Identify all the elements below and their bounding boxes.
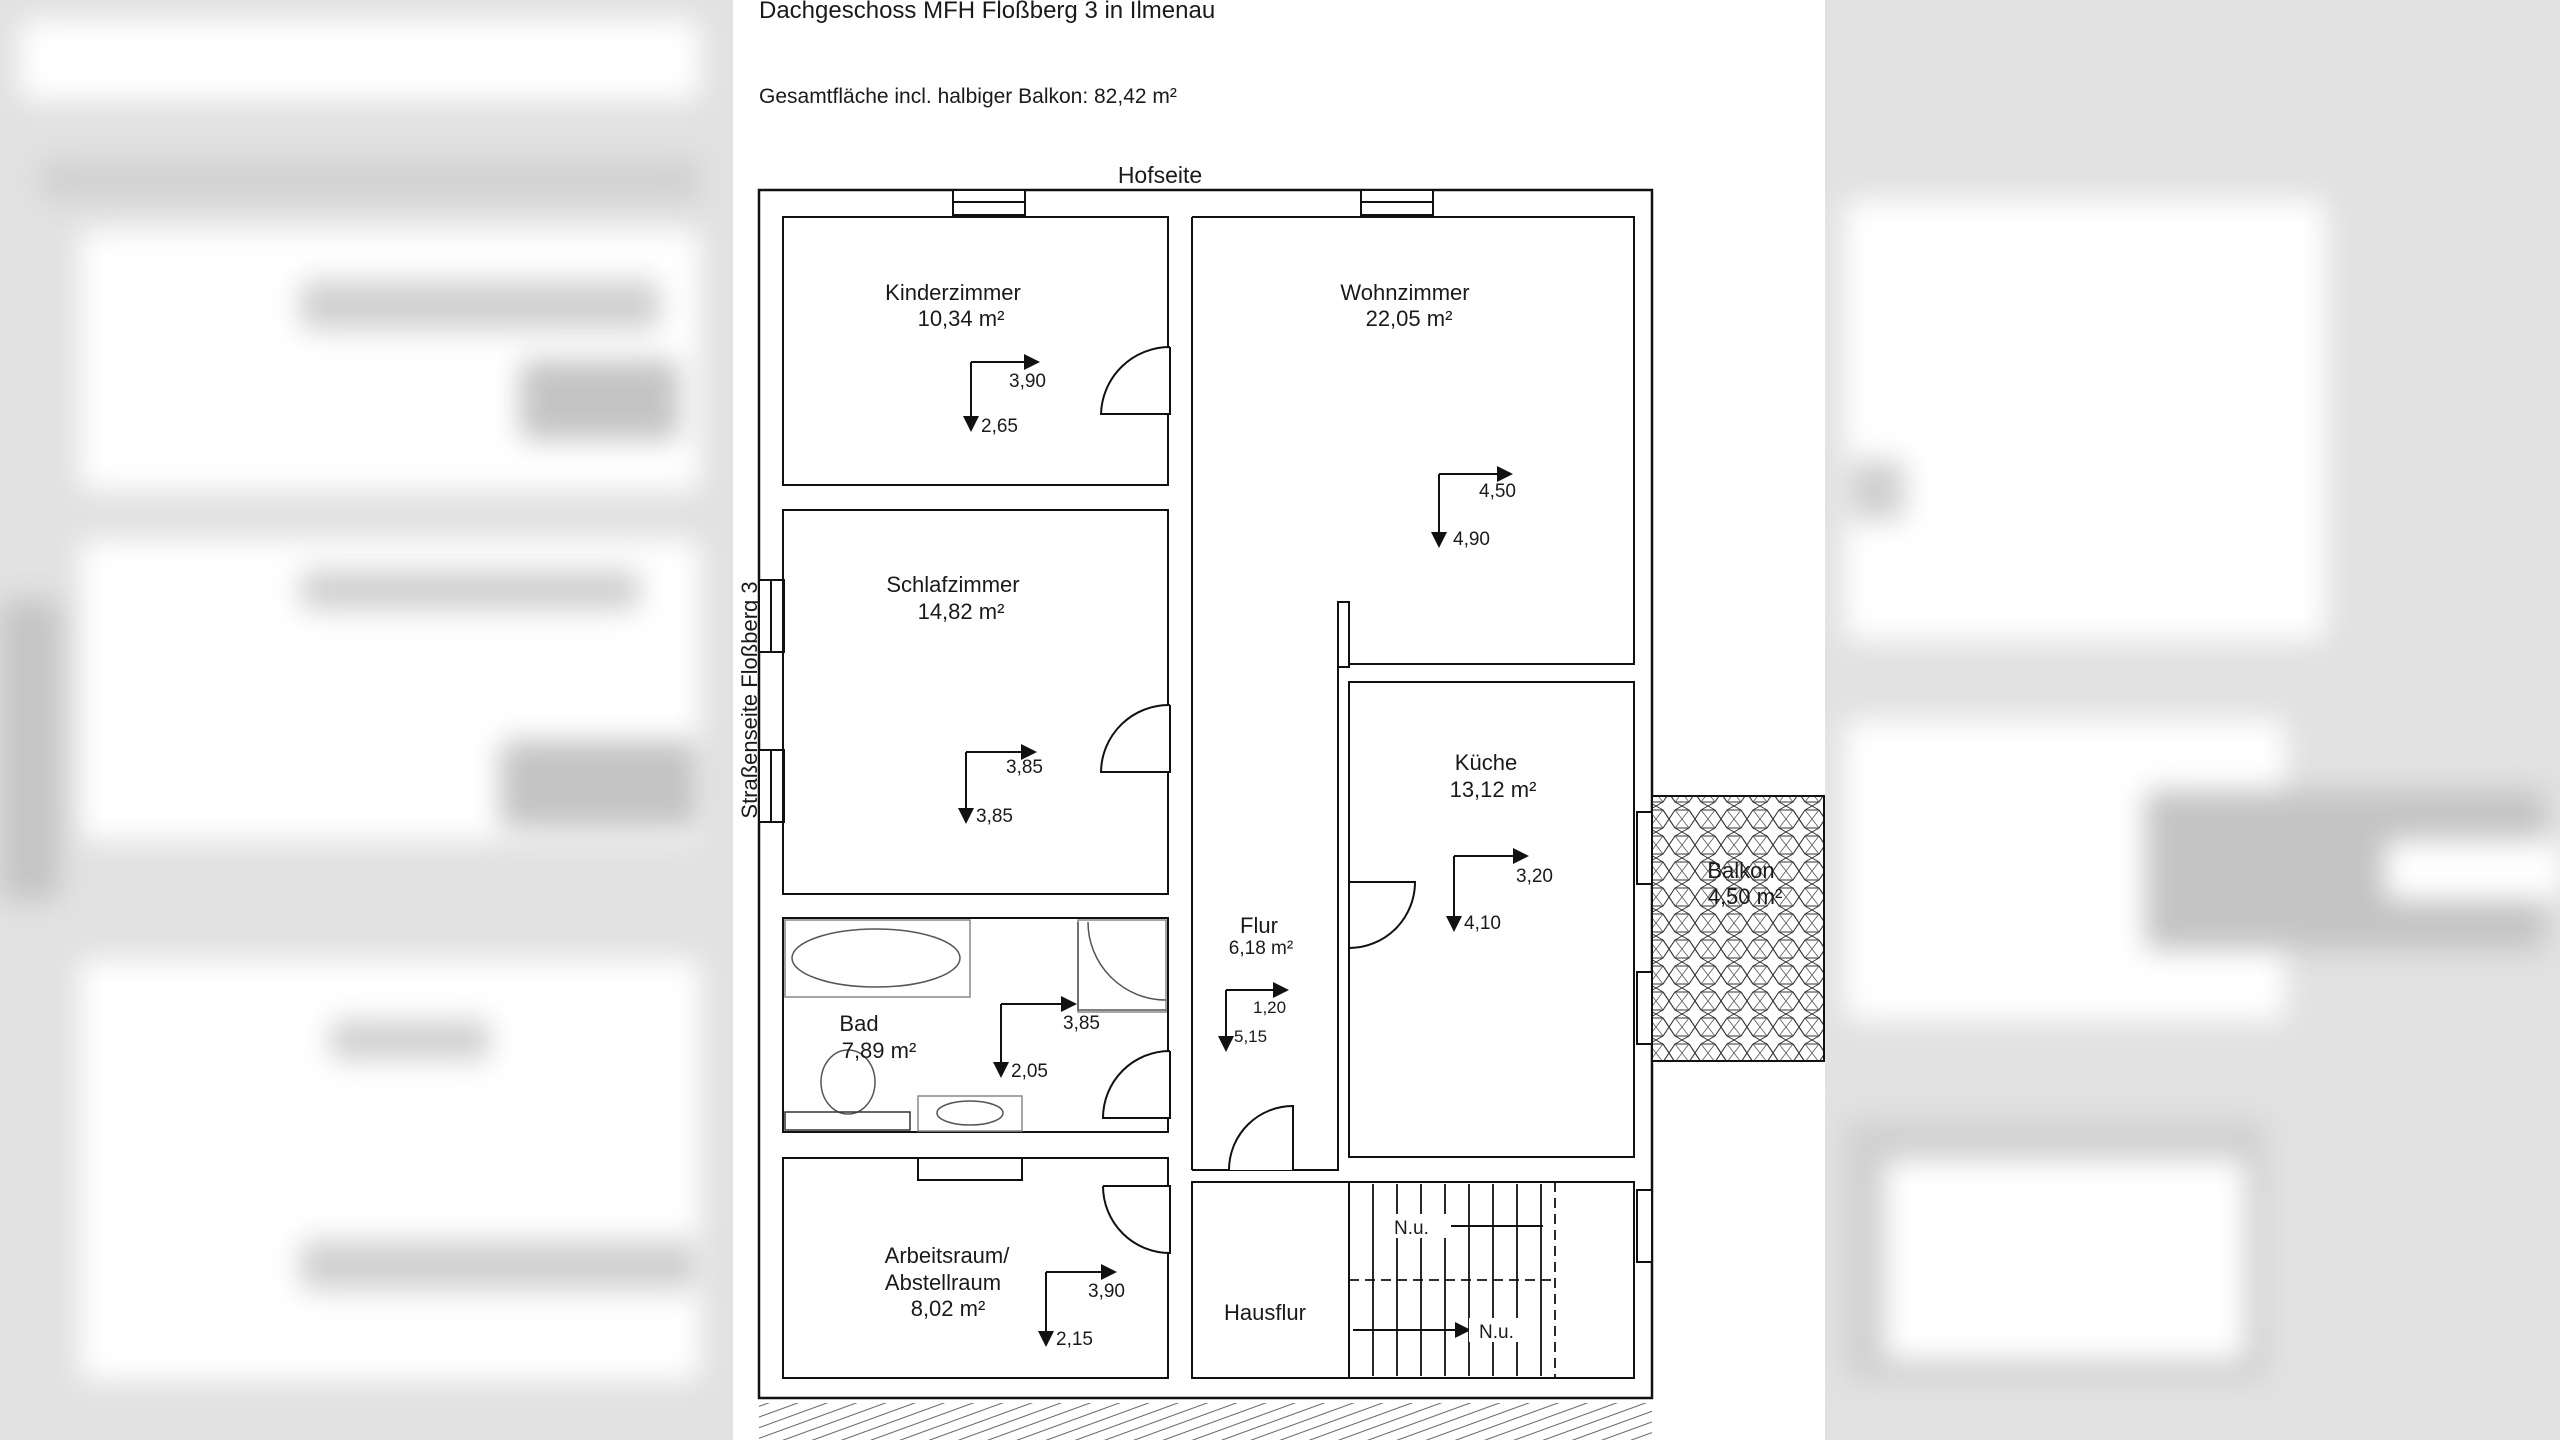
- balkon-name: Balkon: [1707, 858, 1774, 883]
- kinderzimmer-dim-d: 2,65: [981, 416, 1018, 437]
- kinderzimmer-dim-w: 3,90: [1009, 371, 1046, 392]
- room-arbeitsraum: Arbeitsraum/ Abstellraum 8,02 m² 3,90 2,…: [782, 1157, 1171, 1379]
- flur-name: Flur: [1240, 913, 1278, 938]
- kinderzimmer-name: Kinderzimmer: [885, 280, 1021, 305]
- arbeitsraum-name1: Arbeitsraum/: [885, 1243, 1011, 1268]
- floor-plan-page: Dachgeschoss MFH Floßberg 3 in Ilmenau G…: [733, 0, 1825, 1440]
- arbeitsraum-name2: Abstellraum: [885, 1270, 1001, 1295]
- flur-dim-w: 1,20: [1253, 998, 1286, 1017]
- schlafzimmer-area: 14,82 m²: [918, 599, 1005, 624]
- bad-name: Bad: [839, 1011, 878, 1036]
- room-wohnzimmer: Wohnzimmer 22,05 m² 4,50 4,90: [1191, 216, 1635, 1170]
- flur-area: 6,18 m²: [1229, 938, 1293, 959]
- room-kinderzimmer: Kinderzimmer 10,34 m² 3,90 2,65: [782, 216, 1171, 486]
- hausflur-name: Hausflur: [1224, 1300, 1306, 1325]
- stair-steps-upper: [1372, 1184, 1542, 1280]
- stair-label-up: N.u.: [1394, 1218, 1429, 1239]
- background-blur-right: [1825, 0, 2560, 1440]
- flur-dim-d: 5,15: [1234, 1027, 1267, 1046]
- room-kueche: Küche 13,12 m² 3,20 4,10: [1348, 681, 1635, 1158]
- bad-dim-d: 2,05: [1011, 1061, 1048, 1082]
- staircase: [1348, 1182, 1556, 1378]
- kueche-dim-d: 4,10: [1464, 913, 1501, 934]
- windows-right: [1636, 811, 1653, 1263]
- wohnzimmer-name: Wohnzimmer: [1340, 280, 1469, 305]
- arbeitsraum-area: 8,02 m²: [911, 1296, 986, 1321]
- kueche-dim-w: 3,20: [1516, 866, 1553, 887]
- windows-left: [758, 579, 785, 823]
- wohnzimmer-area: 22,05 m²: [1366, 306, 1453, 331]
- plan-title: Dachgeschoss MFH Floßberg 3 in Ilmenau: [759, 0, 1215, 24]
- wohnzimmer-dim-d: 4,90: [1453, 529, 1490, 550]
- background-blur-left: [0, 0, 733, 1440]
- room-flur: Flur 6,18 m² 1,20 5,15: [1192, 602, 1339, 1171]
- balkon: Balkon 4,50 m²: [1651, 795, 1825, 1062]
- bottom-hatch: [759, 1403, 1652, 1440]
- wohnzimmer-dim-w: 4,50: [1479, 481, 1516, 502]
- bad-dim-w: 3,85: [1063, 1013, 1100, 1034]
- balkon-area: 4,50 m²: [1708, 884, 1783, 909]
- kinderzimmer-area: 10,34 m²: [918, 306, 1005, 331]
- room-bad: Bad 7,89 m² 3,85 2,05: [782, 917, 1171, 1133]
- schlafzimmer-dim-w: 3,85: [1006, 757, 1043, 778]
- windows-top: [952, 189, 1434, 216]
- schlafzimmer-dim-d: 3,85: [976, 806, 1013, 827]
- kueche-area: 13,12 m²: [1450, 777, 1537, 802]
- stair-steps-lower: [1372, 1280, 1542, 1376]
- arbeitsraum-dim-d: 2,15: [1056, 1329, 1093, 1350]
- room-schlafzimmer: Schlafzimmer 14,82 m² 3,85 3,85: [782, 509, 1171, 895]
- stair-label-down: N.u.: [1479, 1322, 1514, 1343]
- plan-area-total: Gesamtfläche incl. halbiger Balkon: 82,4…: [759, 85, 1177, 108]
- floor-plan: Dachgeschoss MFH Floßberg 3 in Ilmenau G…: [737, 0, 1825, 1440]
- room-hausflur: Hausflur: [1191, 1181, 1635, 1379]
- label-hofseite: Hofseite: [1118, 162, 1202, 188]
- bad-area: 7,89 m²: [842, 1038, 917, 1063]
- kueche-name: Küche: [1455, 750, 1517, 775]
- arbeitsraum-dim-w: 3,90: [1088, 1281, 1125, 1302]
- schlafzimmer-name: Schlafzimmer: [886, 572, 1019, 597]
